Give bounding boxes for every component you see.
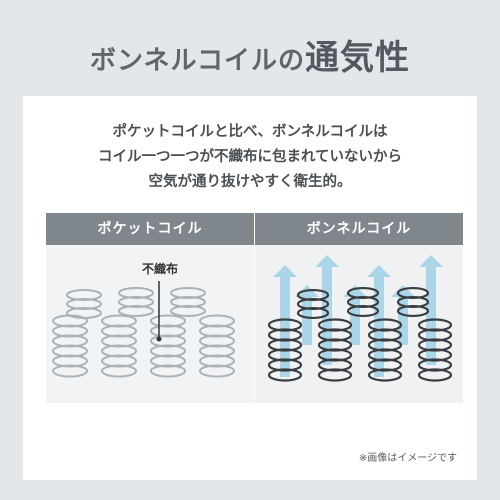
image-note: ※画像はイメージです: [358, 453, 457, 464]
intro-text: ポケットコイルと比べ、ボンネルコイルは コイル一つ一つが不織布に包まれていないか…: [23, 120, 477, 195]
bonnell-coil-back-3: [396, 286, 430, 318]
airflow-arrow-4: [419, 255, 443, 365]
bonnell-coil-front-3: [367, 318, 403, 382]
non-woven-label: 不織布: [142, 261, 178, 276]
title-bold: 通気性: [304, 38, 410, 78]
pocket-coil-panel: ポケットコイル 不織布: [46, 213, 254, 403]
pocket-coil-front-3: [150, 314, 186, 378]
pocket-coil-front-1: [52, 314, 88, 378]
title-normal: ボンネルコイルの: [90, 46, 305, 76]
airflow-arrow-3: [367, 265, 391, 377]
airflow-arrow-5: [295, 285, 319, 345]
airflow-arrow-1: [273, 265, 297, 377]
pocket-coil-illustration: 不織布: [52, 261, 235, 378]
intro-line-3: 空気が通り抜けやすく衛生的。: [148, 174, 352, 190]
bonnell-coil-illustration: [267, 255, 453, 382]
bonnell-coil-back-2: [346, 286, 380, 318]
pocket-coil-back-1: [66, 289, 102, 319]
pocket-coil-front-2: [101, 314, 137, 378]
label-pointer-dot: [156, 336, 162, 342]
pocket-coil-back-2: [118, 287, 154, 317]
bonnell-coil-panel: ボンネルコイル: [255, 213, 463, 403]
bonnell-coil-front-4: [417, 318, 453, 382]
intro-line-2: コイル一つ一つが不織布に包まれていないから: [97, 149, 403, 165]
bonnell-coil-front-2: [317, 318, 353, 382]
bonnell-coil-header: ボンネルコイル: [255, 213, 463, 245]
intro-line-1: ポケットコイルと比べ、ボンネルコイルは: [112, 124, 388, 140]
pocket-coil-front-4: [199, 314, 235, 378]
pocket-coil-back-3: [170, 287, 206, 317]
content-card: ポケットコイルと比べ、ボンネルコイルは コイル一つ一つが不織布に包まれていないか…: [23, 96, 477, 480]
page-title: ボンネルコイルの通気性: [0, 30, 500, 79]
pocket-coil-header: ポケットコイル: [46, 213, 254, 245]
bonnell-coil-back-1: [296, 288, 330, 320]
bonnell-coil-front-1: [267, 318, 303, 382]
